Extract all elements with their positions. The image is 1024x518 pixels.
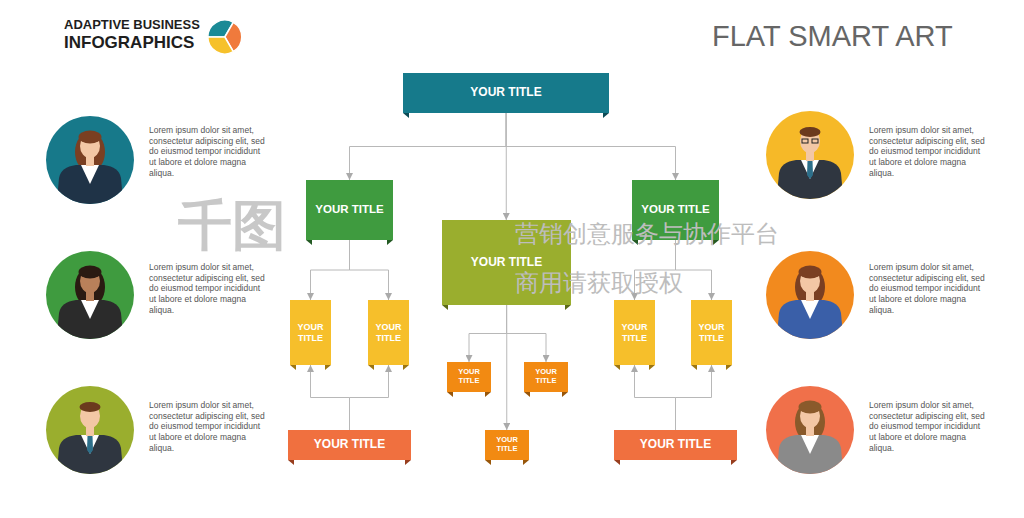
title-box: YOUR TITLE (368, 300, 409, 365)
title-box: YOUR TITLE (447, 362, 491, 392)
connector (635, 365, 676, 430)
watermark: 千图 (178, 198, 286, 255)
fold-tab (290, 365, 296, 370)
fold-tab (306, 240, 312, 245)
description-text: Lorem ipsum dolor sit amet, consectetur … (869, 262, 989, 315)
connector (350, 113, 507, 180)
title-box: YOUR TITLE (306, 180, 393, 240)
box-title: YOUR TITLE (526, 368, 566, 385)
box-title: YOUR TITLE (292, 322, 329, 343)
fold-tab (614, 365, 620, 370)
box-title: YOUR TITLE (487, 436, 527, 453)
fold-tab (368, 365, 374, 370)
box-title: YOUR TITLE (616, 322, 653, 343)
brand-text: ADAPTIVE BUSINESS (64, 18, 200, 32)
person-avatar (766, 251, 854, 347)
fold-tab (288, 460, 294, 465)
fold-tab (731, 460, 737, 465)
description-text: Lorem ipsum dolor sit amet, consectetur … (149, 125, 269, 178)
fold-tab (726, 365, 732, 370)
title-box: YOUR TITLE (691, 300, 732, 365)
description-text: Lorem ipsum dolor sit amet, consectetur … (869, 125, 989, 178)
box-title: YOUR TITLE (308, 203, 391, 216)
connector (311, 240, 350, 300)
connector (506, 305, 507, 430)
fold-tab (603, 113, 609, 118)
title-box: YOUR TITLE (403, 73, 609, 113)
watermark: 商用请获取授权 (515, 271, 683, 296)
box-title: YOUR TITLE (616, 438, 735, 452)
fold-tab (649, 365, 655, 370)
title-box: YOUR TITLE (614, 430, 737, 460)
person-avatar (766, 111, 854, 207)
description-text: Lorem ipsum dolor sit amet, consectetur … (869, 400, 989, 453)
box-title: YOUR TITLE (405, 86, 607, 100)
person-avatar (46, 116, 134, 212)
connector (350, 365, 389, 430)
connector (311, 365, 350, 430)
title-box: YOUR TITLE (614, 300, 655, 365)
fold-tab (485, 460, 491, 465)
box-title: YOUR TITLE (634, 203, 717, 216)
title-box: YOUR TITLE (524, 362, 568, 392)
box-title: YOUR TITLE (370, 322, 407, 343)
person-avatar (46, 251, 134, 347)
box-title: YOUR TITLE (449, 368, 489, 385)
title-box: YOUR TITLE (290, 300, 331, 365)
connector (506, 113, 676, 180)
box-title: YOUR TITLE (444, 256, 569, 270)
fold-tab (403, 365, 409, 370)
description-text: Lorem ipsum dolor sit amet, consectetur … (149, 262, 269, 315)
fold-tab (523, 460, 529, 465)
fold-tab (524, 392, 530, 397)
fold-tab (447, 392, 453, 397)
fold-tab (442, 305, 448, 310)
avatars (46, 111, 854, 482)
brand-text: INFOGRAPHICS (64, 34, 194, 52)
connector (507, 305, 547, 362)
fold-tab (485, 392, 491, 397)
fold-tab (565, 305, 571, 310)
connector (350, 240, 389, 300)
box-title: YOUR TITLE (290, 438, 409, 452)
box-title: YOUR TITLE (693, 322, 730, 343)
page-title: FLAT SMART ART (712, 21, 953, 53)
fold-tab (403, 113, 409, 118)
fold-tab (691, 365, 697, 370)
fold-tab (325, 365, 331, 370)
person-avatar (46, 386, 134, 482)
connector (469, 305, 507, 362)
title-box: YOUR TITLE (485, 430, 529, 460)
title-box: YOUR TITLE (288, 430, 411, 460)
watermark: 营销创意服务与协作平台 (515, 222, 779, 247)
fold-tab (614, 460, 620, 465)
fold-tab (405, 460, 411, 465)
description-text: Lorem ipsum dolor sit amet, consectetur … (149, 400, 269, 453)
person-avatar (766, 386, 854, 482)
pie-slice (208, 37, 234, 54)
logo-pie (208, 20, 242, 54)
connector (676, 365, 712, 430)
fold-tab (562, 392, 568, 397)
fold-tab (387, 240, 393, 245)
